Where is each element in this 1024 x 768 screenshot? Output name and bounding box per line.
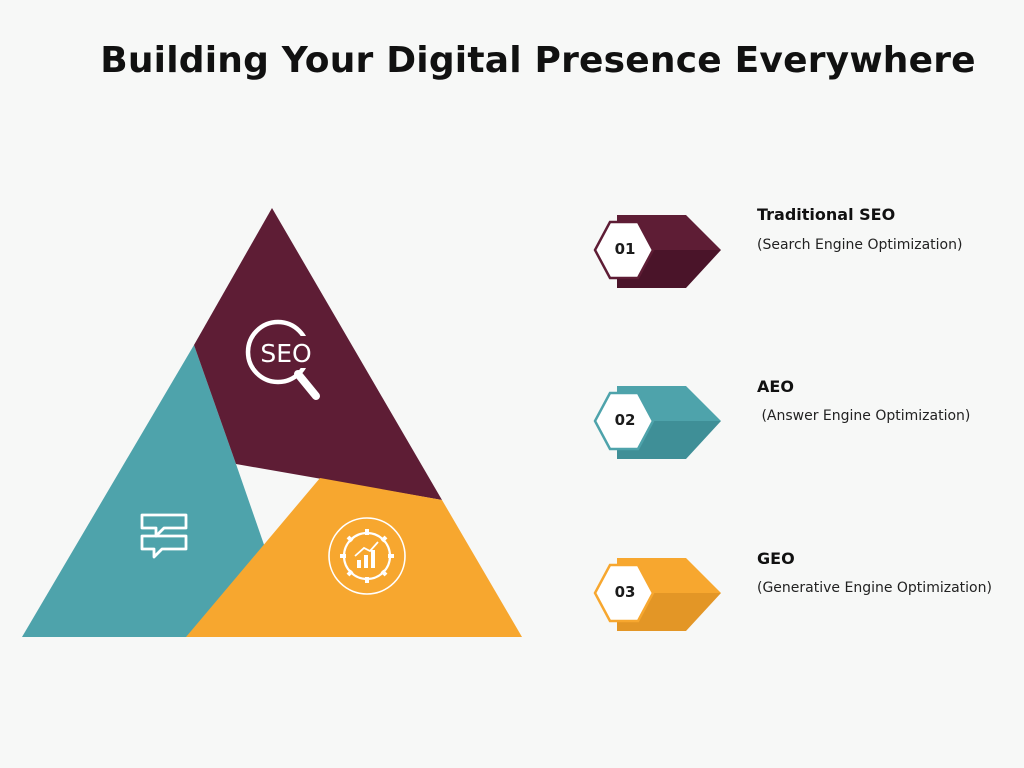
item-subtitle-geo: (Generative Engine Optimization)	[757, 580, 992, 596]
arrow-badge-02	[593, 386, 721, 459]
item-number: 02	[614, 411, 636, 429]
item-title-traditional-seo: Traditional SEO	[757, 205, 896, 224]
item-subtitle-traditional-seo: (Search Engine Optimization)	[757, 237, 963, 253]
page-title: Building Your Digital Presence Everywher…	[100, 40, 976, 81]
item-title-aeo: AEO	[757, 377, 794, 396]
arrow-badge-03	[593, 558, 721, 631]
item-number: 01	[614, 240, 636, 258]
pyramid-diagram: SEO	[22, 208, 522, 637]
seo-triangle-segment	[194, 208, 442, 500]
gear-chart-icon	[328, 517, 406, 595]
list-item-geo: 03	[590, 555, 730, 635]
geo-triangle-segment	[186, 478, 522, 637]
arrow-badge-01	[593, 215, 721, 288]
item-number: 03	[614, 583, 636, 601]
chat-bubbles-icon	[140, 513, 188, 559]
item-subtitle-aeo: (Answer Engine Optimization)	[757, 408, 971, 424]
seo-magnifier-icon: SEO	[245, 319, 320, 400]
list-item-aeo: 02	[590, 383, 730, 463]
aeo-triangle-segment	[22, 345, 296, 637]
seo-icon-text: SEO	[260, 339, 311, 368]
list-item-traditional-seo: 01	[590, 212, 730, 292]
item-title-geo: GEO	[757, 549, 795, 568]
